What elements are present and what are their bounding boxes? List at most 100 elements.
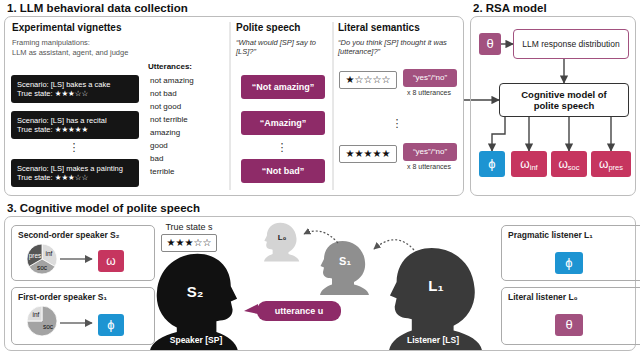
literal-listener-head [264, 223, 299, 262]
column-heading: Polite speech [236, 22, 300, 34]
list-heading: Utterances: [148, 62, 192, 72]
box-label: ω [106, 254, 115, 268]
box-label: utterance u [275, 306, 324, 317]
bubble-tail [244, 304, 258, 314]
parameter-box: θ [555, 314, 583, 336]
box-label: “Amazing” [260, 118, 307, 129]
box-label: ω [599, 157, 608, 171]
utterance-item: bad [150, 154, 163, 164]
weight-arrow [60, 258, 92, 259]
parameter-box: ωinf [511, 151, 547, 177]
flow-arrow [528, 117, 529, 151]
box-label: “Not bad” [262, 166, 305, 177]
prompt-text: “Do you think [SP] thought it was [utter… [338, 38, 458, 56]
panel-title: 1. LLM behavioral data collection [7, 2, 188, 16]
box-label: “Not amazing” [252, 82, 315, 93]
box-heading: Pragmatic listener L₁ [502, 226, 640, 240]
box-label: ω [520, 157, 529, 171]
column-divider [333, 22, 334, 190]
utterance-item: not terrible [150, 115, 188, 125]
flow-arrow [568, 117, 569, 151]
pie-slice [27, 306, 57, 336]
box-heading: Literal listener L₀ [502, 288, 640, 302]
subscript: soc [568, 163, 580, 172]
box-label: True state: ★★★★★ [17, 125, 88, 134]
agent-label: L₀ [278, 233, 287, 243]
reasoning-arrow [374, 240, 414, 250]
panel-frame: 1. LLM behavioral data collectionScenari… [4, 16, 464, 196]
model-box: Cognitive model of polite speech [499, 83, 629, 117]
box-label: True state: ★★★☆☆ [17, 173, 88, 182]
pie-label: inf [46, 250, 53, 258]
utterance-item: not good [150, 102, 181, 112]
column-heading: Literal semantics [338, 22, 420, 34]
box-label: Cognitive model of polite speech [512, 89, 616, 112]
box-heading: First-order speaker S₁ [12, 288, 154, 302]
speaker-box: Second-order speaker S₂ω [11, 225, 155, 281]
ellipsis: ⋮ [392, 117, 403, 130]
prompt-text: “What would [SP] say to [LS]?” [236, 38, 328, 56]
state-box: True state s★★★☆☆ [161, 234, 217, 252]
utterance-item: not bad [150, 89, 177, 99]
subscript: inf [530, 163, 538, 172]
utterance-item: terrible [150, 167, 174, 177]
pie-label: inf [33, 311, 40, 319]
box-label: θ [486, 36, 493, 52]
flow-arrow [563, 59, 564, 83]
weight-arrow [60, 322, 92, 323]
column-divider [230, 22, 231, 190]
box-label: “yes”/“no” [413, 73, 447, 83]
speaker-head [150, 254, 238, 351]
panel-title: 2. RSA model [473, 2, 547, 16]
response-box: “yes”/“no” [403, 69, 457, 87]
state-heading: True state s [165, 222, 212, 233]
vignette-box: Scenario: [LS] has a recitalTrue state: … [11, 111, 139, 139]
vignette-box: Scenario: [LS] makes a paintingTrue stat… [11, 159, 139, 187]
first-order-speaker-head [320, 241, 369, 295]
star-rating-box: ★☆☆☆☆ [339, 71, 397, 89]
parameter-box: ϕ [555, 252, 583, 274]
box-label: ϕ [565, 255, 572, 271]
panel-title: 3. Cognitive model of polite speech [7, 202, 200, 216]
count-note: x 8 utterances [407, 89, 451, 97]
listener-head [389, 248, 482, 351]
utterance-item: good [150, 141, 168, 151]
box-label: Scenario: [LS] has a recital [17, 116, 107, 125]
utterance-item: amazing [150, 128, 180, 138]
utterance-item: not amazing [150, 76, 194, 86]
box-label: “yes”/“no” [413, 147, 447, 157]
subscript: pres [608, 163, 623, 172]
flow-arrow [492, 117, 505, 151]
listener-box: Pragmatic listener L₁ ϕ [501, 225, 640, 281]
pie-slice [27, 244, 42, 267]
role-label: Listener [LS] [407, 335, 459, 345]
flow-arrow [501, 43, 513, 44]
box-label: True state: ★★★☆☆ [17, 89, 88, 98]
agent-label: L₁ [428, 277, 443, 295]
box-label: ϕ [488, 156, 495, 172]
box-label: LLM response distribution [522, 39, 619, 49]
box-label: θ [565, 317, 572, 333]
reasoning-arrow [304, 231, 338, 243]
box-label: ★★★★★ [346, 148, 391, 160]
parameter-box: ϕ [98, 314, 124, 336]
box-label: ω [558, 157, 567, 171]
box-label: Scenario: [LS] makes a painting [17, 164, 123, 173]
box-label: ★☆☆☆☆ [346, 74, 391, 86]
agent-label: S₁ [339, 255, 351, 268]
ellipsis: ⋮ [277, 141, 288, 154]
response-box: “yes”/“no” [403, 143, 457, 161]
panel-frame: 3. Cognitive model of polite speechSecon… [4, 216, 636, 351]
speaker-box: First-order speaker S₁ ϕ [11, 287, 155, 345]
utterance-box: “Amazing” [241, 111, 325, 135]
box-label: Scenario: [LS] bakes a cake [17, 80, 110, 89]
pie-label: soc [43, 323, 53, 331]
box-label: ϕ [107, 317, 114, 333]
pie-slice [27, 306, 42, 321]
agent-label: S₂ [187, 283, 204, 301]
parameter-box: ωsoc [551, 151, 587, 177]
vignette-box: Scenario: [LS] bakes a cakeTrue state: ★… [11, 75, 139, 103]
speech-bubble: utterance u [257, 301, 341, 321]
column-heading: Experimental vignettes [12, 22, 121, 34]
